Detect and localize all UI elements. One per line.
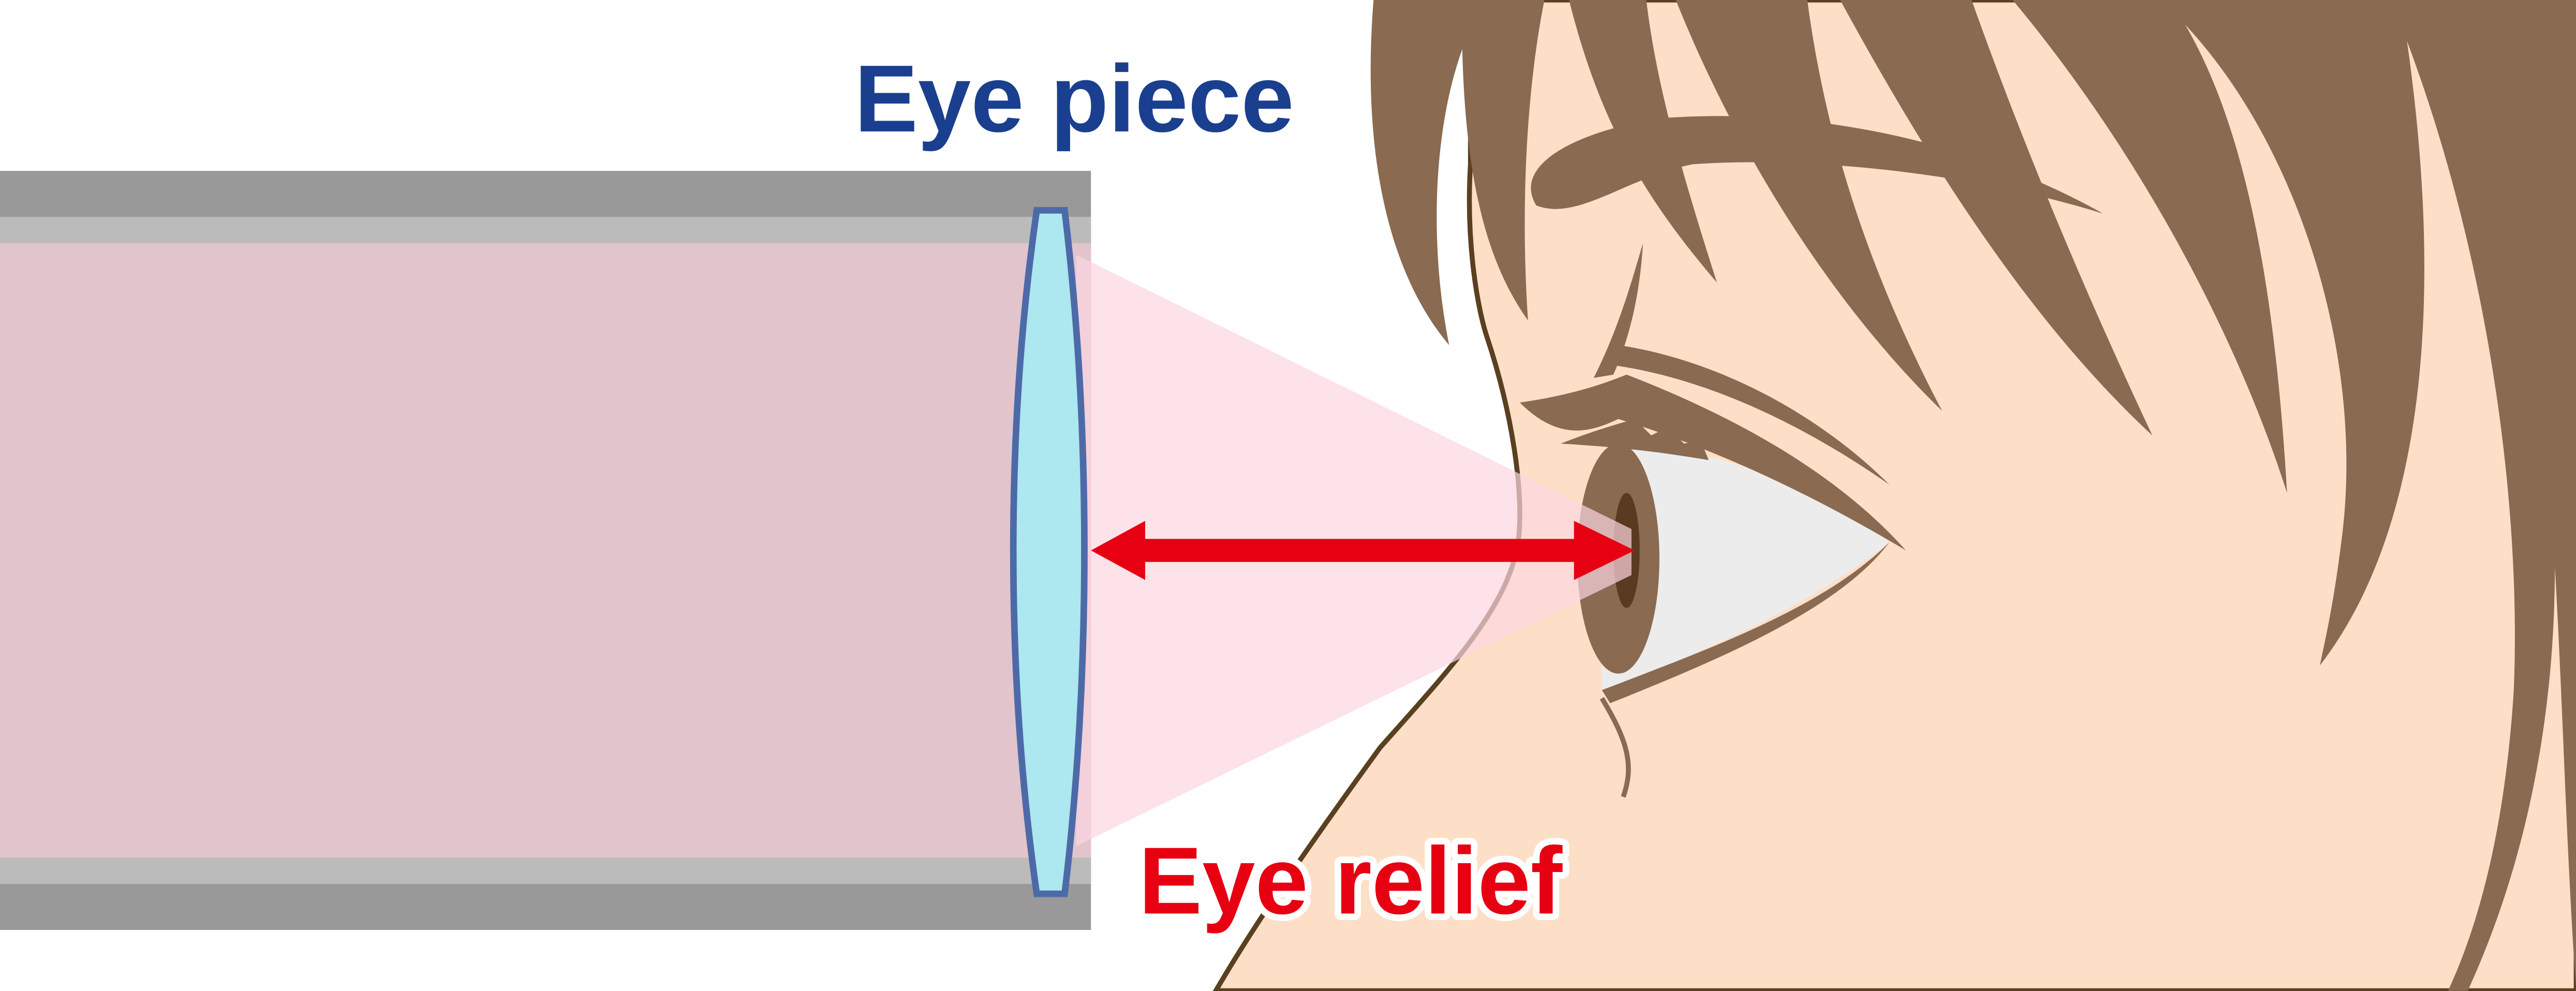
hair <box>1370 0 2576 991</box>
arrowhead-left <box>1091 521 1145 580</box>
eyepiece-tube <box>0 171 1091 930</box>
arrowhead-right <box>1574 521 1635 580</box>
eyelashes <box>1561 419 1709 460</box>
upper-eyelid <box>1519 374 1906 551</box>
tube-interior <box>0 243 1091 858</box>
eye-relief-arrow <box>1091 521 1635 580</box>
cheek-line <box>1600 697 1631 798</box>
eye-relief-label: Eye relief <box>1138 827 1563 934</box>
eyepiece-lens <box>1010 207 1088 897</box>
eyelid-crease <box>1610 345 1890 485</box>
eye-corner-line <box>1593 243 1643 378</box>
eye-white <box>1602 449 1890 690</box>
eyepiece-label: Eye piece <box>854 46 1294 152</box>
lower-eyelid <box>1602 542 1890 703</box>
